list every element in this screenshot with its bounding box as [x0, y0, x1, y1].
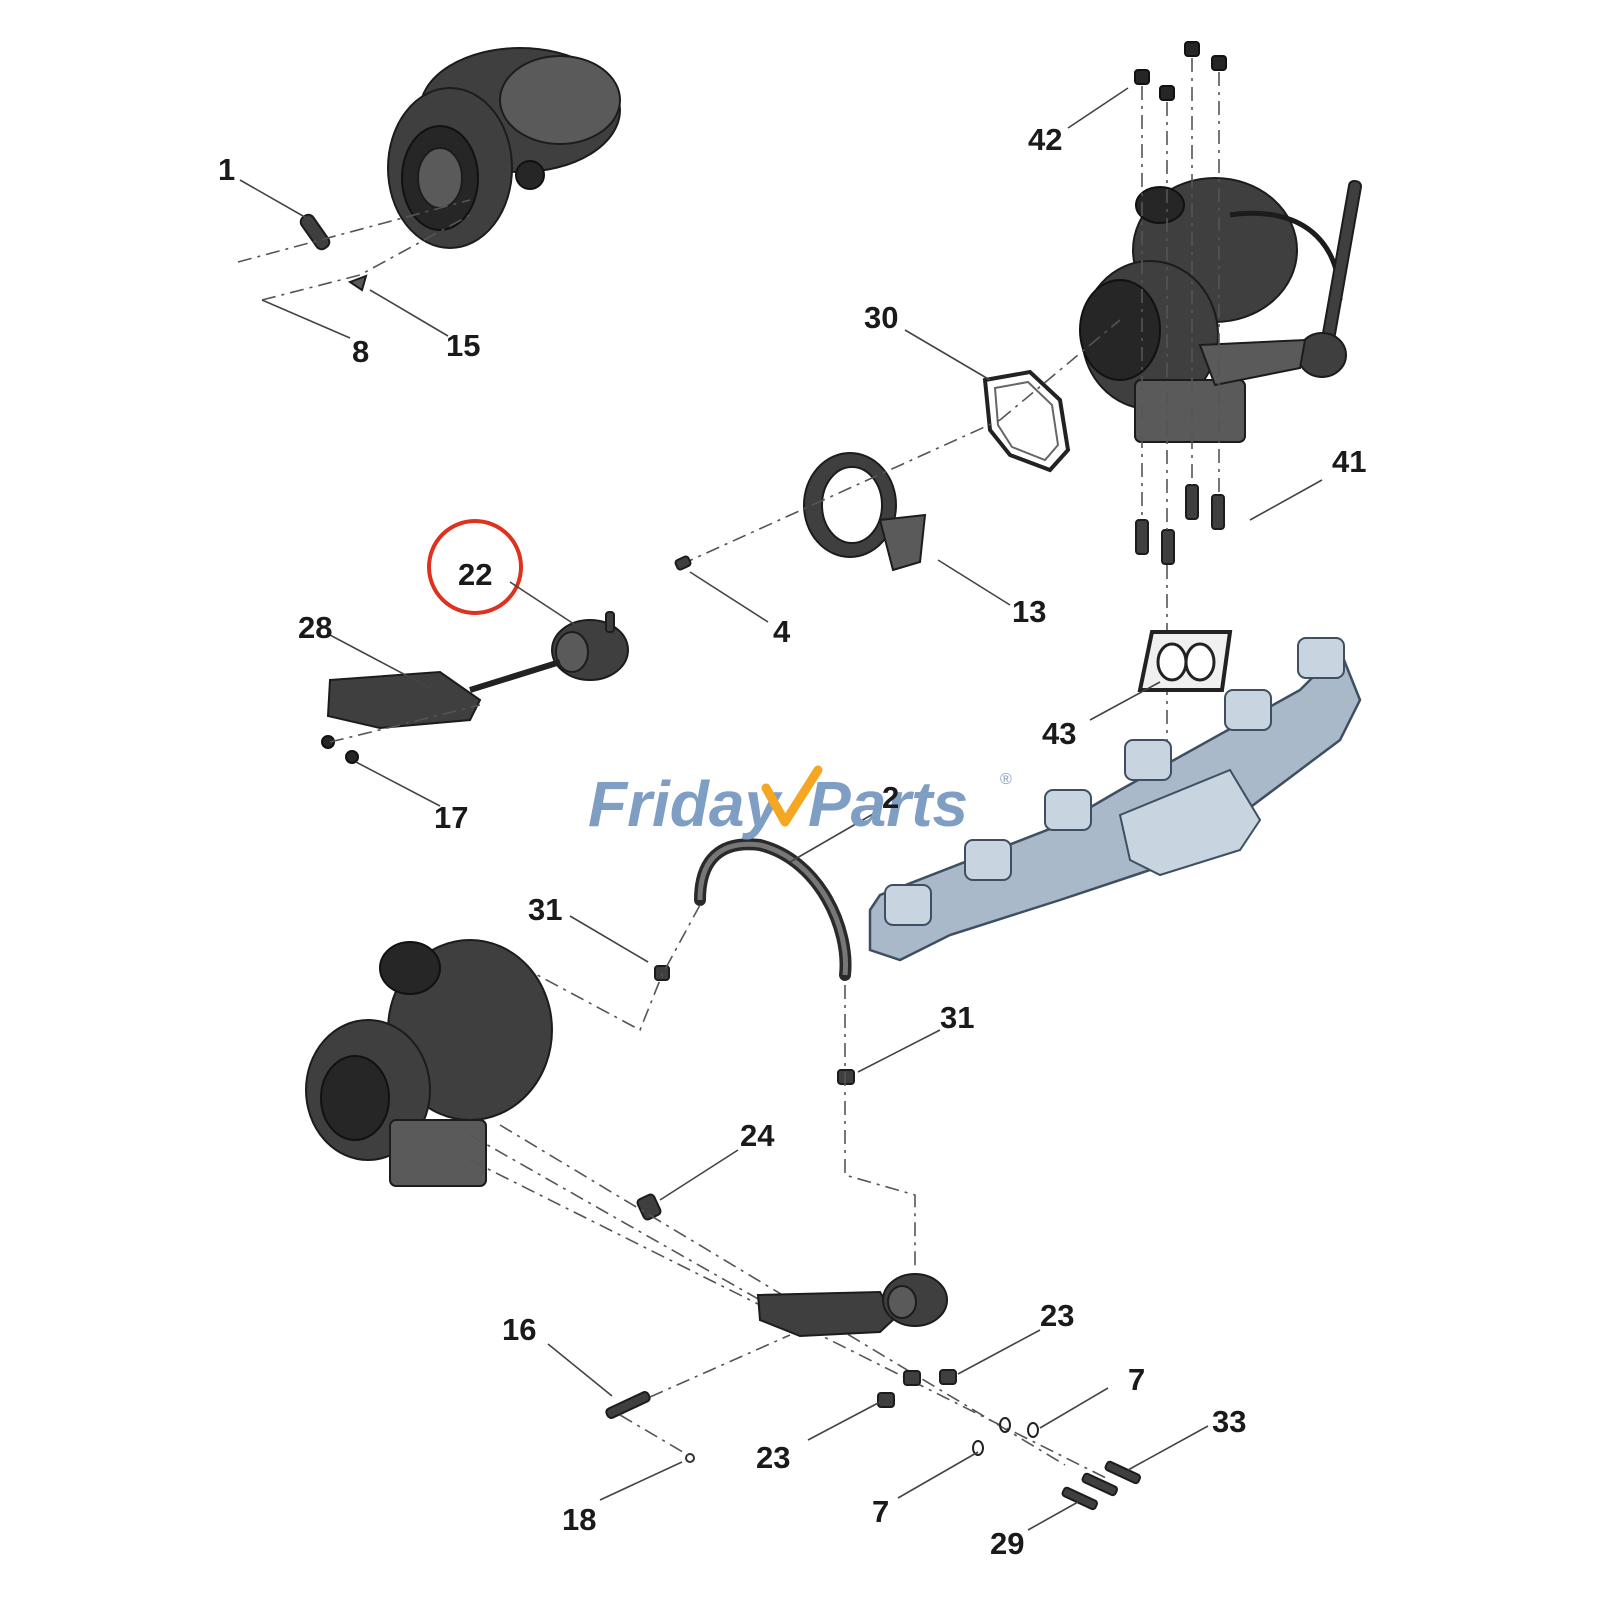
callout-24: 24 [740, 1118, 775, 1153]
dash-line-oil-left [499, 904, 701, 1032]
part-15-clip [347, 274, 368, 292]
callout-30: 30 [864, 300, 898, 335]
friday-parts-watermark: Friday Parts ® [588, 765, 1012, 840]
part-1-spring-pin [299, 213, 331, 251]
turbocharger-top-right [1079, 177, 1363, 443]
callout-7-lower: 7 [872, 1494, 889, 1529]
dash-line-16 [649, 1334, 791, 1398]
dash-line-8-15 [261, 214, 471, 301]
part-7-washers [972, 1417, 1039, 1456]
part-30-gasket [982, 369, 1071, 473]
highlight-circle-22 [427, 519, 523, 615]
studs-and-nuts-top-right [1134, 41, 1227, 565]
part-22-wastegate-actuator [469, 611, 629, 693]
callout-17: 17 [434, 800, 468, 835]
callout-31-right: 31 [940, 1000, 974, 1035]
dash-line-13-30 [999, 319, 1121, 421]
part-28-bracket [326, 670, 482, 730]
callout-15: 15 [446, 328, 480, 363]
part-24-spacer [636, 1193, 662, 1221]
callout-42: 42 [1028, 122, 1062, 157]
part-31-fittings [654, 965, 855, 1085]
callout-16: 16 [502, 1312, 536, 1347]
callout-41: 41 [1332, 444, 1366, 479]
watermark-friday: Friday [588, 768, 783, 840]
turbocharger-top-left [387, 47, 621, 249]
turbocharger-bottom-left [305, 939, 553, 1187]
callout-31-left: 31 [528, 892, 562, 927]
callout-13: 13 [1012, 594, 1046, 629]
bottom-actuator-assembly [756, 1273, 948, 1338]
manifold-ports [884, 637, 1345, 926]
watermark-registered-mark: ® [1000, 771, 1012, 788]
callout-7-upper: 7 [1128, 1362, 1145, 1397]
callout-8: 8 [352, 334, 369, 369]
part-23-nuts [877, 1369, 957, 1408]
callout-43: 43 [1042, 716, 1076, 751]
callout-23-upper: 23 [1040, 1298, 1074, 1333]
part-29-33-bolts [1061, 1460, 1142, 1511]
callout-18: 18 [562, 1502, 596, 1537]
dash-line-4-13 [679, 419, 1001, 566]
leader-lines [239, 87, 1323, 1531]
watermark-parts: Parts [808, 768, 968, 840]
callout-22: 22 [458, 557, 492, 592]
part-17-nuts [321, 735, 359, 764]
callout-23-lower: 23 [756, 1440, 790, 1475]
exhaust-manifold [868, 637, 1362, 962]
dash-line-18 [619, 1414, 689, 1456]
callout-33: 33 [1212, 1404, 1246, 1439]
dash-line-oil-right [844, 985, 916, 1270]
callout-29: 29 [990, 1526, 1024, 1561]
part-2-oil-drain-tube [694, 838, 852, 981]
callout-1: 1 [218, 152, 235, 187]
callout-2: 2 [882, 780, 899, 815]
dash-line-1-8 [237, 199, 471, 263]
watermark-check-mark-icon [761, 765, 823, 827]
dash-line-turbo-actuator-1 [469, 1134, 761, 1301]
callout-numbers: 1 8 15 42 30 41 13 4 22 28 17 43 2 31 31… [218, 122, 1366, 1561]
part-4-bolt [674, 555, 692, 571]
part-16-bolt [605, 1391, 651, 1419]
callout-28: 28 [298, 610, 332, 645]
part-18-washer [685, 1453, 695, 1463]
part-43-manifold-gasket [1137, 630, 1233, 692]
part-13-v-band-clamp [803, 452, 927, 572]
callout-4: 4 [773, 614, 791, 649]
